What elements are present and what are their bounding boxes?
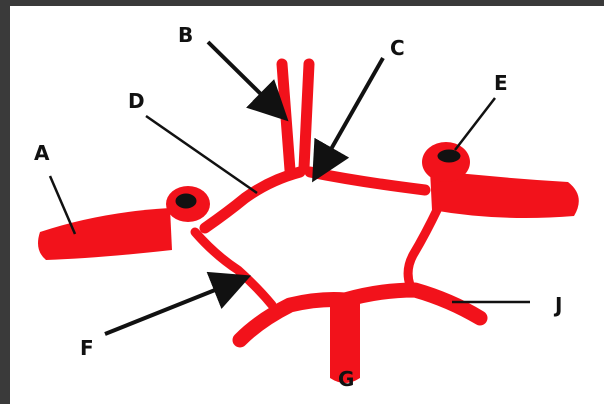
pointer-line-e [455,98,495,150]
anterior-branch-right [304,64,309,168]
label-d: D [128,89,145,113]
label-c: C [390,36,405,60]
pointer-line-b [208,42,280,113]
label-e: E [494,71,508,95]
left-posterior-cerebral-artery [240,300,345,340]
label-f: F [80,336,94,360]
right-posterior-cerebral-artery [345,290,480,318]
left-lumen [174,192,198,210]
anterior-branch-left [282,64,290,170]
pointer-line-c [318,58,383,172]
left-anterior-cerebral-artery [205,172,300,228]
right-anterior-cerebral-artery [310,172,425,190]
left-carotid-vessel [38,208,172,260]
pointer-line-d [146,116,257,193]
vessel-group [38,64,579,383]
label-a: A [34,141,50,165]
label-g: G [338,367,354,391]
label-b: B [178,23,193,47]
pointer-line-f [105,280,240,334]
right-posterior-communicating-artery [408,208,438,285]
label-j: J [553,293,562,317]
right-lumen [436,148,462,164]
